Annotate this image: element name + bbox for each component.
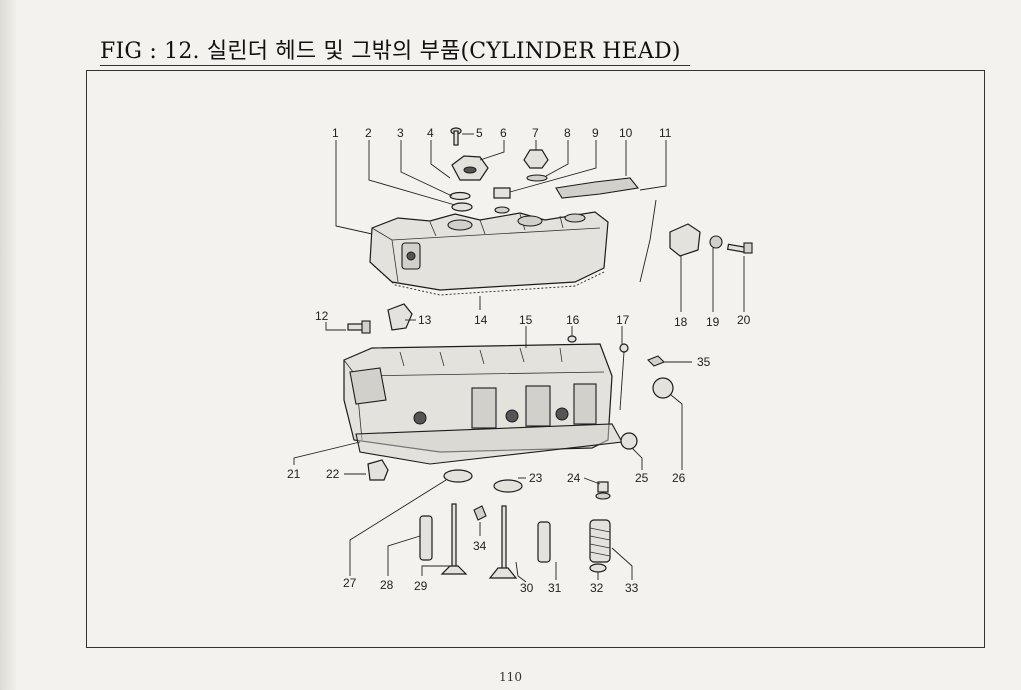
part-breather-hose [555, 177, 640, 199]
callout-33: 33 [625, 581, 639, 595]
part-nut-22 [367, 459, 389, 481]
callout-19: 19 [706, 315, 720, 329]
part-rocker-cover [369, 211, 609, 291]
callout-35: 35 [697, 355, 711, 369]
part-cover-gasket [373, 265, 605, 296]
part-washer-3 [449, 191, 471, 201]
callout-7: 7 [532, 126, 539, 140]
callout-17: 17 [616, 313, 630, 327]
part-bracket-18 [669, 223, 701, 257]
callout-27: 27 [343, 576, 357, 590]
part-seat-23 [493, 479, 523, 493]
part-hose-11 [639, 199, 657, 283]
part-bolt-5 [450, 127, 462, 146]
part-cotter-24 [595, 481, 611, 500]
part-head-gasket [355, 423, 623, 465]
part-oil-filler-cap [451, 155, 489, 181]
part-core-plug-26 [652, 377, 674, 399]
callout-6: 6 [500, 126, 507, 140]
callout-2: 2 [365, 126, 372, 140]
part-spring-seat-32 [589, 563, 607, 573]
callout-13: 13 [418, 313, 432, 327]
callout-23: 23 [529, 471, 543, 485]
part-bolt-20 [726, 242, 753, 254]
part-core-plug-25 [620, 432, 638, 450]
callout-9: 9 [592, 126, 599, 140]
callout-4: 4 [427, 126, 434, 140]
callout-14: 14 [474, 313, 488, 327]
part-seal-27 [443, 469, 473, 483]
part-intake-valve-29 [440, 503, 468, 575]
callout-1: 1 [332, 126, 339, 140]
part-exhaust-valve-30 [488, 505, 518, 579]
callout-5: 5 [476, 126, 483, 140]
callout-labels: 1 2 3 4 5 6 7 8 9 10 11 12 13 14 15 16 1… [287, 126, 751, 595]
callout-3: 3 [397, 126, 404, 140]
callout-29: 29 [414, 579, 428, 593]
callout-15: 15 [519, 313, 533, 327]
callout-25: 25 [635, 471, 649, 485]
callout-20: 20 [737, 313, 751, 327]
callout-24: 24 [567, 471, 581, 485]
callout-26: 26 [672, 471, 686, 485]
part-clip-34 [473, 505, 487, 521]
callout-8: 8 [564, 126, 571, 140]
leader-lines [293, 133, 745, 583]
page-binding-shadow [0, 0, 18, 690]
figure-title: FIG : 12. 실린더 헤드 및 그밖의 부품(CYLINDER HEAD) [100, 39, 681, 64]
part-o-ring-8 [526, 174, 548, 182]
part-washer-19 [709, 235, 723, 249]
callout-21: 21 [287, 467, 301, 481]
part-washer-2 [451, 202, 473, 212]
part-valve-spring-33 [589, 519, 611, 563]
callout-22: 22 [326, 467, 340, 481]
title-underline [100, 65, 690, 66]
part-valve-guide-31 [537, 521, 551, 563]
part-lifting-eye [387, 303, 413, 331]
callout-18: 18 [674, 315, 688, 329]
part-valve-guide-28 [419, 515, 433, 561]
callout-32: 32 [590, 581, 604, 595]
callout-30: 30 [520, 581, 534, 595]
callout-10: 10 [619, 126, 633, 140]
callout-11: 11 [659, 126, 672, 140]
part-bolt-12 [347, 320, 371, 334]
part-nipple-9 [493, 187, 511, 214]
callout-34: 34 [473, 539, 487, 553]
page-number: 110 [499, 670, 522, 684]
part-plug-35 [647, 355, 665, 367]
callout-31: 31 [548, 581, 562, 595]
part-plug-16 [567, 335, 577, 343]
figure-frame [86, 70, 985, 648]
callout-12: 12 [315, 309, 329, 323]
callout-28: 28 [380, 578, 394, 592]
part-breather-cap [523, 149, 549, 169]
callout-16: 16 [566, 313, 580, 327]
part-guide-17 [619, 343, 629, 411]
